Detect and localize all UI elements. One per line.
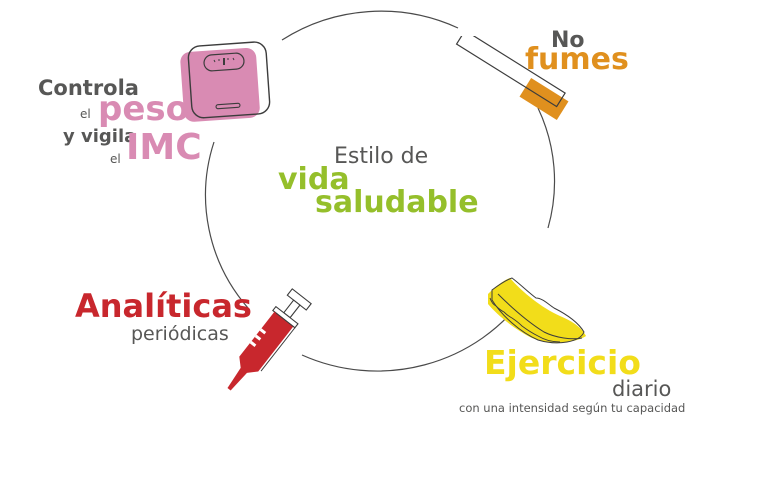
cigarette-icon (455, 36, 569, 120)
sneaker-icon (488, 277, 586, 344)
exercise-intensity-note: con una intensidad según tu capacidad (459, 401, 686, 415)
center-title-line2: vida (278, 162, 350, 197)
exercise-frequency: diario (612, 377, 672, 401)
exercise-keyword: Ejercicio (484, 343, 641, 382)
bmi-article: el (110, 152, 121, 166)
no-label: No (551, 28, 585, 53)
tests-subtitle: periódicas (131, 323, 229, 345)
scale-icon (180, 41, 271, 122)
bmi-keyword: IMC (126, 127, 202, 168)
weight-article: el (80, 107, 91, 121)
syringe-icon (227, 288, 312, 391)
tests-keyword: Analíticas (75, 287, 252, 325)
center-title-line1: Estilo de (334, 144, 429, 169)
weight-control-label: Controla (38, 76, 139, 100)
center-title-line3: saludable (315, 185, 479, 220)
bmi-watch-label: y vigila (63, 126, 137, 147)
weight-keyword: peso (98, 89, 189, 129)
smoking-keyword: fumes (525, 42, 629, 77)
